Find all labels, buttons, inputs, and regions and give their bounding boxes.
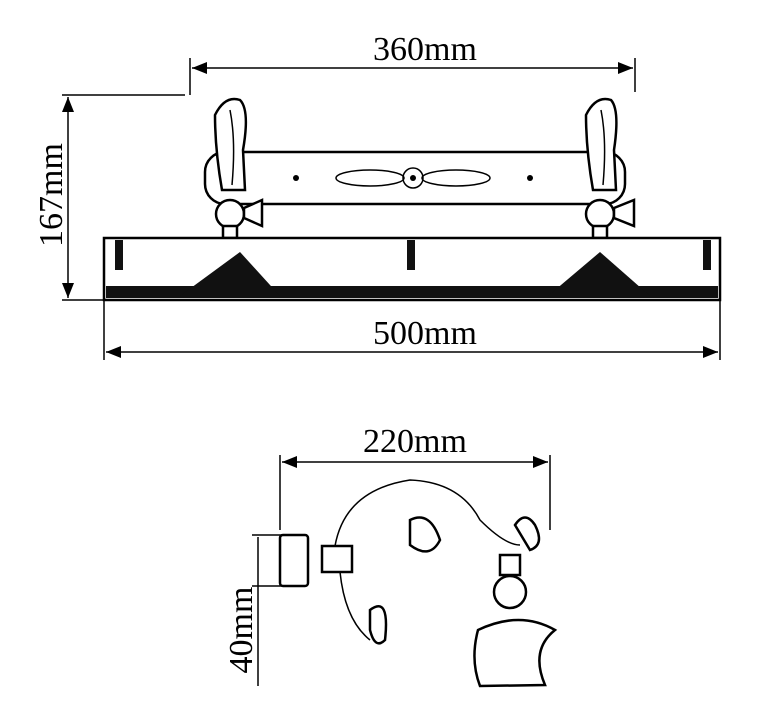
side-view: 220mm 40mm — [223, 423, 558, 688]
dimension-label-40: 40mm — [223, 587, 260, 674]
bar-ornament — [335, 167, 491, 189]
dimension-label-220: 220mm — [363, 423, 467, 460]
dimension-label-360: 360mm — [373, 31, 477, 68]
front-view: 360mm 167mm — [33, 31, 722, 360]
wall-mount — [278, 533, 310, 588]
left-arm — [213, 97, 264, 240]
socket-ball — [492, 574, 528, 610]
socket — [498, 553, 522, 577]
dimension-label-500: 500mm — [373, 315, 477, 352]
arm-lower-curve — [339, 571, 371, 641]
side-shade — [473, 618, 558, 688]
arm-curve — [334, 479, 521, 547]
dimension-label-167: 167mm — [33, 143, 70, 247]
right-arm — [584, 97, 636, 240]
arm-base — [320, 544, 354, 574]
shade-ornament — [106, 240, 718, 298]
